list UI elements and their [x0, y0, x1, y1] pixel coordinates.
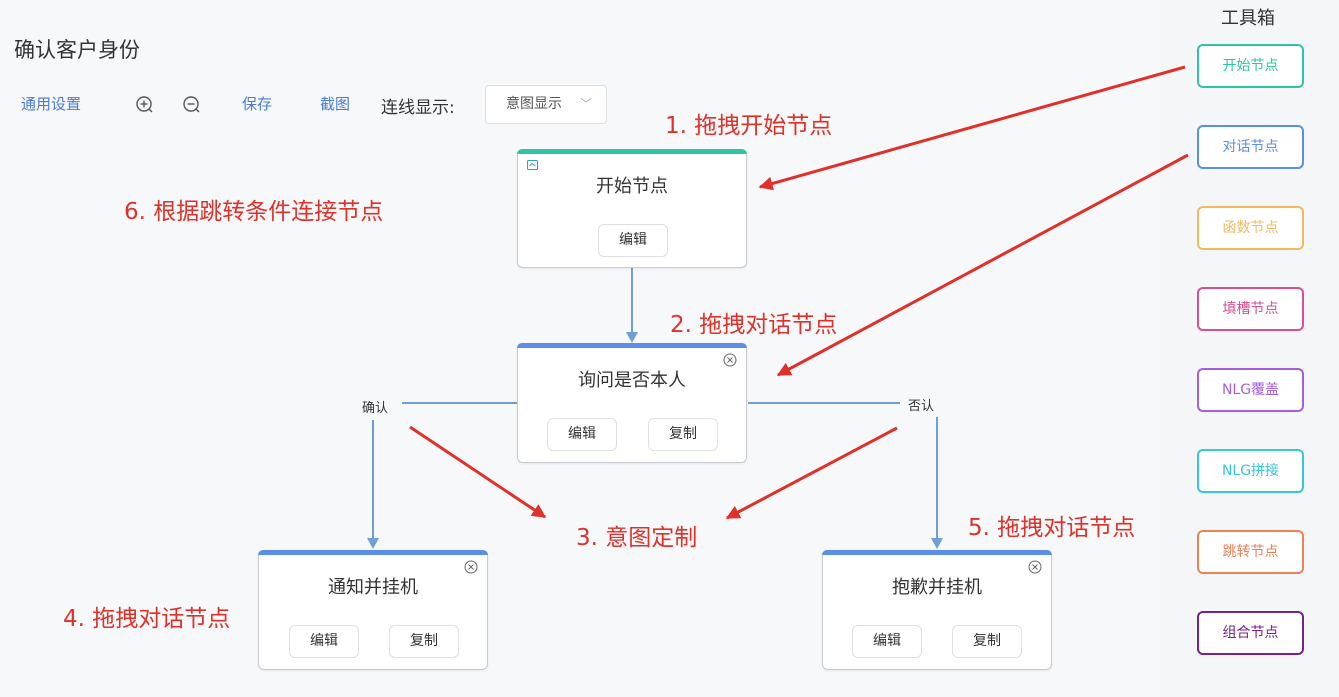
edit-button[interactable]: 编辑	[598, 224, 668, 257]
toolbox-item[interactable]: 跳转节点	[1197, 530, 1304, 574]
copy-button[interactable]: 复制	[952, 625, 1022, 658]
annotation-2: 2. 拖拽对话节点	[670, 312, 838, 338]
page-title: 确认客户身份	[14, 38, 140, 62]
copy-button[interactable]: 复制	[648, 418, 718, 451]
annotation-6: 6. 根据跳转条件连接节点	[124, 199, 384, 225]
toolbox-item[interactable]: 开始节点	[1197, 44, 1304, 88]
node-title: 开始节点	[596, 176, 668, 197]
edge-label-deny: 否认	[908, 399, 935, 414]
annotation-5: 5. 拖拽对话节点	[968, 515, 1136, 541]
toolbox-item[interactable]: 对话节点	[1197, 125, 1304, 169]
zoom-out-button[interactable]	[177, 90, 205, 118]
close-icon[interactable]	[722, 352, 738, 368]
node-title: 通知并挂机	[328, 577, 418, 598]
zoom-in-icon	[136, 96, 153, 113]
edit-button[interactable]: 编辑	[547, 418, 617, 451]
toolbox-item[interactable]: 填槽节点	[1197, 287, 1304, 331]
chevron-down-icon: ﹀	[579, 97, 592, 111]
copy-button[interactable]: 复制	[389, 625, 459, 658]
zoom-out-icon	[183, 96, 200, 113]
node-color-bar	[517, 149, 747, 154]
dialog-node-notify[interactable]: 通知并挂机 编辑 复制	[258, 550, 488, 670]
node-color-bar	[258, 550, 488, 555]
edge-label-confirm: 确认	[362, 401, 389, 416]
node-title: 抱歉并挂机	[892, 577, 982, 598]
toolbox-item[interactable]: NLG覆盖	[1197, 368, 1304, 412]
start-node-icon	[527, 160, 538, 170]
annotation-3: 3. 意图定制	[576, 525, 698, 551]
edit-button[interactable]: 编辑	[852, 625, 922, 658]
settings-button[interactable]: 通用设置	[13, 86, 90, 122]
close-icon[interactable]	[463, 559, 479, 575]
annotation-4: 4. 拖拽对话节点	[63, 606, 231, 632]
toolbox-title: 工具箱	[1221, 8, 1275, 29]
node-color-bar	[517, 343, 747, 348]
toolbox-item[interactable]: 组合节点	[1197, 611, 1304, 655]
dialog-node-ask[interactable]: 询问是否本人 编辑 复制	[517, 343, 747, 463]
toolbox-item[interactable]: 函数节点	[1197, 206, 1304, 250]
save-button[interactable]: 保存	[234, 86, 281, 122]
screenshot-button[interactable]: 截图	[312, 86, 359, 122]
toolbox-item[interactable]: NLG拼接	[1197, 449, 1304, 493]
edit-button[interactable]: 编辑	[289, 625, 359, 658]
zoom-in-button[interactable]	[130, 90, 158, 118]
dialog-node-sorry[interactable]: 抱歉并挂机 编辑 复制	[822, 550, 1052, 670]
line-display-label: 连线显示:	[381, 98, 455, 118]
close-icon[interactable]	[1027, 559, 1043, 575]
node-title: 询问是否本人	[578, 370, 686, 391]
line-display-value: 意图显示	[506, 96, 562, 112]
start-node[interactable]: 开始节点 编辑	[517, 149, 747, 268]
line-display-select[interactable]: 意图显示 ﹀	[485, 85, 607, 124]
annotation-1: 1. 拖拽开始节点	[665, 113, 833, 139]
node-color-bar	[822, 550, 1052, 555]
